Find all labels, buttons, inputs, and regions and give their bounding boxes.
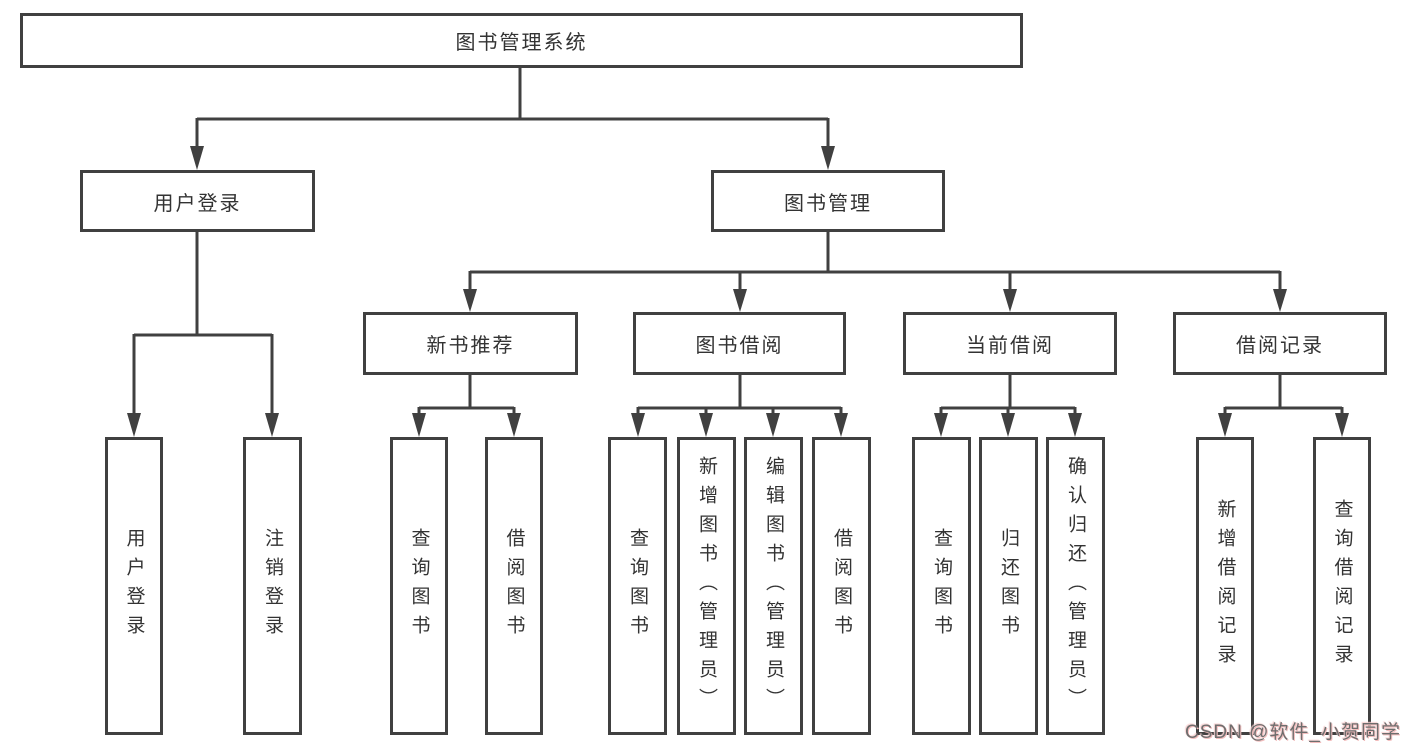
node-borrow-records: 借阅记录 [1173,312,1387,375]
node-library-management-system: 图书管理系统 [20,13,1023,68]
watermark: CSDN @软件_小贺同学 [1185,722,1401,743]
leaf-logout: 注销登录 [243,437,302,735]
leaf-borrow-edit-book-admin: 编辑图书（管理员） [744,437,803,735]
leaf-borrow-query-book: 查询图书 [608,437,667,735]
node-book-management: 图书管理 [711,170,945,232]
node-new-book-recommend: 新书推荐 [363,312,578,375]
node-current-borrow: 当前借阅 [903,312,1117,375]
node-book-borrow: 图书借阅 [633,312,846,375]
leaf-current-confirm-return-admin: 确认归还（管理员） [1046,437,1105,735]
leaf-current-query-book: 查询图书 [912,437,971,735]
leaf-borrow-add-book-admin: 新增图书（管理员） [677,437,736,735]
leaf-recommend-borrow-book: 借阅图书 [485,437,543,735]
leaf-borrow-borrow-book: 借阅图书 [812,437,871,735]
leaf-records-add-record: 新增借阅记录 [1196,437,1254,735]
leaf-user-login: 用户登录 [105,437,163,735]
leaf-records-query-record: 查询借阅记录 [1313,437,1371,735]
leaf-current-return-book: 归还图书 [979,437,1038,735]
leaf-recommend-query-book: 查询图书 [390,437,448,735]
arrowheads [127,146,1349,437]
node-user-login: 用户登录 [80,170,315,232]
